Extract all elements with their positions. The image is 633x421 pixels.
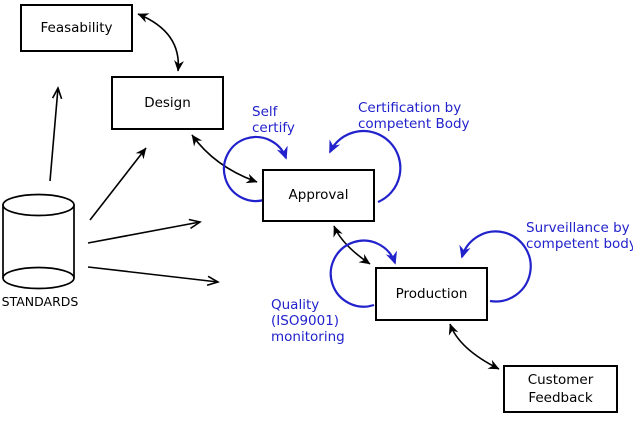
- annotation-quality-monitoring: Quality (ISO9001) monitoring: [271, 297, 345, 345]
- annotation-certification: Certification by competent Body: [358, 100, 470, 132]
- arrow-standards-to-design: [89, 147, 147, 221]
- node-production: Production: [375, 267, 488, 321]
- loop-self-certify: [222, 135, 288, 203]
- annotation-surveillance: Surveillance by competent body: [526, 220, 633, 252]
- node-production-label: Production: [395, 285, 468, 302]
- arrow-standards-to-feasability: [49, 88, 58, 182]
- arrow-feasability-design: [137, 13, 185, 72]
- annotation-self-certify: Self certify: [252, 104, 295, 136]
- node-approval: Approval: [262, 169, 375, 222]
- node-feasability: Feasability: [20, 4, 133, 52]
- loop-surveillance: [459, 230, 532, 303]
- loop-certification: [329, 129, 402, 204]
- arrow-design-approval: [191, 134, 258, 184]
- node-design-label: Design: [144, 94, 191, 111]
- node-approval-label: Approval: [288, 187, 349, 204]
- standards-label: STANDARDS: [1, 294, 79, 309]
- arrow-approval-production: [333, 225, 371, 265]
- arrow-standards-to-approval: [87, 222, 200, 244]
- node-customer-feedback-label: Customer Feedback: [527, 371, 594, 406]
- node-customer-feedback: Customer Feedback: [503, 365, 618, 413]
- standards-cylinder: [2, 193, 75, 290]
- node-feasability-label: Feasability: [40, 19, 113, 36]
- arrow-production-customer-feedback: [448, 323, 500, 370]
- node-design: Design: [111, 76, 224, 130]
- arrow-standards-to-production: [87, 266, 218, 282]
- loop-quality-monitoring: [329, 239, 397, 308]
